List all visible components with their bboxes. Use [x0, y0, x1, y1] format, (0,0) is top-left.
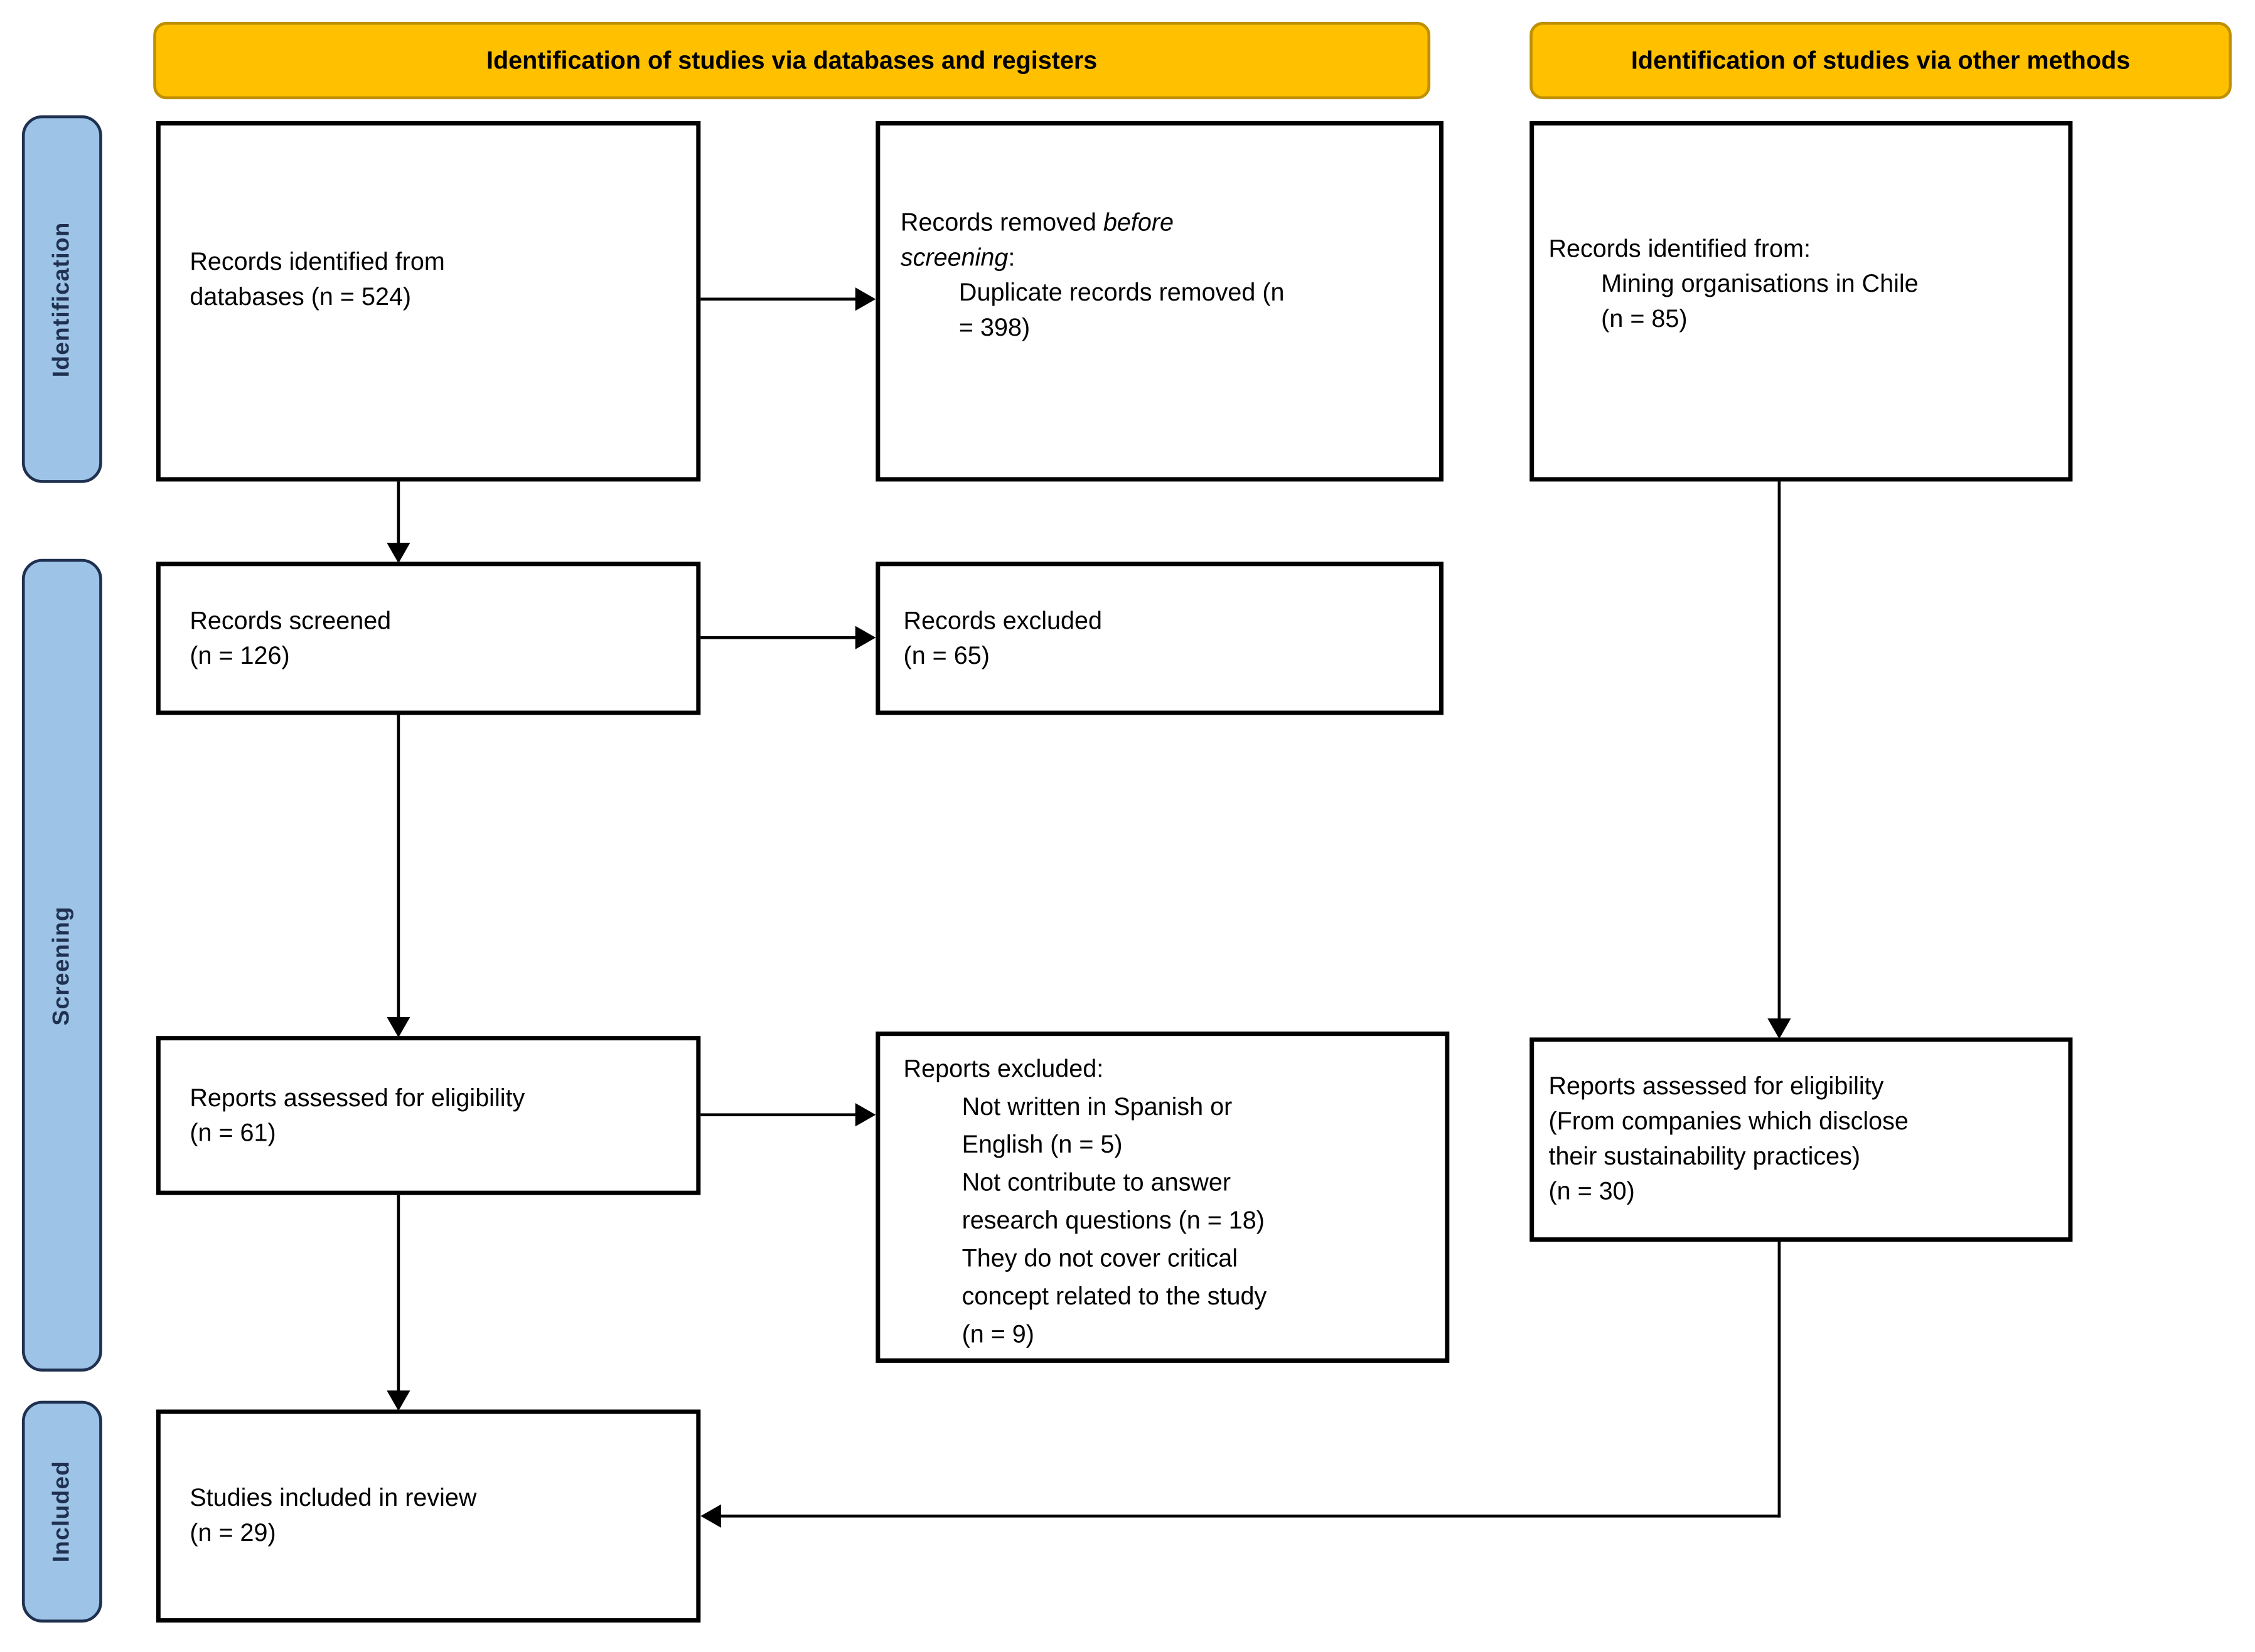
- box-text-line: Records identified from:: [1548, 234, 1811, 262]
- box-text-line: Mining organisations in Chile: [1601, 269, 1919, 297]
- box-text-line: (n = 126): [190, 641, 290, 669]
- box-studies-included: Studies included in review (n = 29): [156, 1409, 701, 1623]
- box-text-line: Not contribute to answer: [961, 1168, 1231, 1196]
- box-text-line: Studies included in review: [190, 1484, 477, 1512]
- box-text-line: Records removed before: [900, 208, 1174, 236]
- box-text-line: English (n = 5): [961, 1131, 1123, 1159]
- box-text-line: (n = 30): [1548, 1177, 1635, 1205]
- box-records-identified-other: Records identified from: Mining organisa…: [1529, 121, 2073, 482]
- box-text-line: Reports assessed for eligibility: [1548, 1072, 1884, 1100]
- arrow-identified-to-removed-head: [855, 287, 876, 311]
- arrow-screened-to-assessed-head: [387, 1016, 410, 1038]
- box-text-line: research questions (n = 18): [961, 1207, 1265, 1235]
- box-text-line: (n = 65): [903, 641, 990, 669]
- arrow-screened-to-excluded-line: [700, 636, 859, 639]
- box-records-removed-before-screening: Records removed before screening: Duplic…: [876, 121, 1444, 482]
- box-records-identified-databases: Records identified from databases (n = 5…: [156, 121, 701, 482]
- box-text-line: Records identified from: [190, 247, 445, 275]
- banner-other-methods: Identification of studies via other meth…: [1529, 21, 2232, 100]
- box-text-line: Reports assessed for eligibility: [190, 1083, 525, 1111]
- box-text-line: (n = 85): [1601, 304, 1688, 333]
- box-records-screened: Records screened (n = 126): [156, 562, 701, 715]
- box-text-line: Reports excluded:: [903, 1055, 1104, 1083]
- box-text-line: Records screened: [190, 606, 392, 634]
- box-text-line: They do not cover critical: [961, 1244, 1238, 1272]
- sidebar-screening-label: Screening: [48, 905, 74, 1025]
- box-text-line: screening:: [900, 243, 1015, 271]
- banner-databases-registers: Identification of studies via databases …: [153, 21, 1431, 100]
- arrow-screened-to-excluded-head: [855, 626, 876, 649]
- box-text-line: concept related to the study: [961, 1282, 1267, 1311]
- box-text-line: = 398): [958, 312, 1031, 341]
- box-reports-assessed-other: Reports assessed for eligibility (From c…: [1529, 1037, 2073, 1242]
- arrow-identified-to-screened-head: [387, 543, 410, 563]
- arrow-assessed-to-reports-excluded-line: [700, 1113, 859, 1117]
- sidebar-included: Included: [21, 1400, 102, 1623]
- box-text-line: Not written in Spanish or: [961, 1092, 1233, 1121]
- box-reports-assessed-databases: Reports assessed for eligibility (n = 61…: [156, 1036, 701, 1195]
- arrow-assessed-to-reports-excluded-head: [855, 1103, 876, 1127]
- box-text-line: Duplicate records removed (n: [958, 278, 1285, 306]
- box-text-line: Records excluded: [903, 606, 1103, 634]
- arrow-identified-to-removed-line: [700, 297, 859, 301]
- box-reports-excluded: Reports excluded: Not written in Spanish…: [876, 1031, 1450, 1363]
- arrow-other-assessed-to-included-vline: [1777, 1242, 1781, 1518]
- sidebar-screening: Screening: [21, 558, 102, 1372]
- sidebar-included-label: Included: [48, 1461, 74, 1563]
- box-text-line: databases (n = 524): [190, 282, 412, 311]
- box-records-excluded: Records excluded (n = 65): [876, 562, 1444, 715]
- arrow-assessed-to-included-head: [387, 1390, 410, 1411]
- arrow-other-assessed-to-included-hline: [718, 1514, 1781, 1518]
- box-text-line: their sustainability practices): [1548, 1142, 1861, 1171]
- arrow-other-identified-to-assessed-line: [1777, 481, 1781, 1020]
- arrow-other-assessed-to-included-head: [700, 1504, 721, 1528]
- sidebar-identification: Identification: [21, 115, 102, 483]
- box-text-line: (n = 9): [961, 1320, 1034, 1348]
- arrow-identified-to-screened-line: [397, 481, 400, 546]
- arrow-screened-to-assessed-line: [397, 715, 400, 1019]
- sidebar-identification-label: Identification: [48, 221, 74, 377]
- arrow-assessed-to-included-line: [397, 1195, 400, 1392]
- box-text-line: (n = 29): [190, 1518, 276, 1547]
- box-text-line: (n = 61): [190, 1118, 276, 1146]
- arrow-other-identified-to-assessed-head: [1767, 1018, 1791, 1039]
- box-text-line: (From companies which disclose: [1548, 1107, 1909, 1136]
